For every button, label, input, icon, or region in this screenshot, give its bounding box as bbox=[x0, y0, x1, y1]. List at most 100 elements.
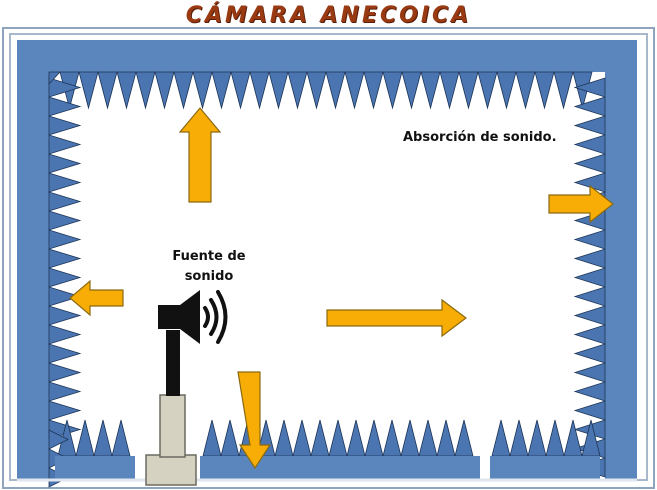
speaker-icon bbox=[158, 290, 200, 344]
right-wall-wedge bbox=[573, 343, 606, 364]
ceiling-wedge bbox=[363, 71, 384, 110]
ceiling-wedge bbox=[439, 71, 460, 110]
ceiling-wedge bbox=[287, 71, 308, 110]
ceiling-wedge bbox=[211, 71, 232, 110]
sound-arrows bbox=[69, 107, 614, 470]
left-wall-wedge bbox=[48, 172, 82, 193]
ceiling-wedge bbox=[534, 71, 555, 110]
ceiling-wedge bbox=[116, 71, 137, 110]
floor-segment-left bbox=[55, 456, 135, 480]
arrow-icon bbox=[548, 184, 614, 224]
floor-wedge bbox=[93, 419, 113, 457]
absorption-label: Absorción de sonido. bbox=[403, 130, 557, 145]
ceiling-wedge bbox=[97, 71, 118, 110]
ceiling-wedge bbox=[458, 71, 479, 110]
ceiling-wedge bbox=[306, 71, 327, 110]
left-wall-wedge bbox=[48, 191, 82, 212]
left-wall-wedge bbox=[48, 305, 82, 326]
floor-wedge bbox=[563, 419, 583, 457]
right-wall-wedge bbox=[573, 248, 606, 269]
floor-wedge bbox=[545, 419, 565, 457]
right-wall-wedge bbox=[573, 305, 606, 326]
floor-wedge bbox=[436, 419, 456, 457]
left-wall-wedge bbox=[48, 210, 82, 231]
diagram-title: CÁMARA ANECOICA bbox=[185, 2, 472, 28]
floor-segment-right bbox=[490, 456, 600, 480]
left-wall bbox=[17, 40, 49, 480]
right-wall-wedge bbox=[573, 229, 606, 250]
ceiling-wedge bbox=[173, 71, 194, 110]
left-wall-wedge bbox=[48, 362, 82, 383]
floor-wedge bbox=[346, 419, 366, 457]
right-wall-wedge bbox=[573, 115, 606, 136]
ceiling-wedge bbox=[553, 71, 574, 110]
floor-wedge bbox=[491, 419, 511, 457]
ceiling-wedge bbox=[496, 71, 517, 110]
right-wall-wedge bbox=[573, 286, 606, 307]
floor-wedge bbox=[292, 419, 312, 457]
right-wall-wedge bbox=[573, 134, 606, 155]
floor-segment-middle bbox=[200, 456, 480, 480]
floor-wedge bbox=[418, 419, 438, 457]
ceiling-wedge bbox=[78, 71, 99, 110]
left-wall-wedge bbox=[48, 77, 82, 98]
ceiling-wedge bbox=[135, 71, 156, 110]
ceiling-wedge bbox=[325, 71, 346, 110]
ceiling-wedge bbox=[344, 71, 365, 110]
floor-wedge bbox=[400, 419, 420, 457]
floor-wedge bbox=[454, 419, 474, 457]
right-wall-wedge bbox=[573, 400, 606, 421]
speaker-stand-pole bbox=[159, 394, 186, 458]
arrow-icon bbox=[178, 107, 222, 203]
left-wall-wedge bbox=[48, 248, 82, 269]
ceiling-wedge bbox=[477, 71, 498, 110]
ceiling-wedge bbox=[420, 71, 441, 110]
ceiling-wedge bbox=[268, 71, 289, 110]
floor-wedge bbox=[509, 419, 529, 457]
ceiling-wall bbox=[17, 40, 637, 72]
arrow-icon bbox=[237, 371, 272, 470]
floor-wedge bbox=[527, 419, 547, 457]
sound-wave-icon bbox=[203, 290, 228, 344]
floor-wedge bbox=[328, 419, 348, 457]
chamber-outer-frame bbox=[2, 27, 655, 489]
left-wall-wedge bbox=[48, 400, 82, 421]
ceiling-wedge bbox=[192, 71, 213, 110]
arrow-icon bbox=[326, 298, 467, 338]
speaker-stand-base bbox=[145, 454, 197, 486]
ceiling-wedge bbox=[401, 71, 422, 110]
left-wall-wedge bbox=[48, 229, 82, 250]
left-wall-wedge bbox=[48, 343, 82, 364]
floor-wedge bbox=[382, 419, 402, 457]
left-wall-wedge bbox=[48, 267, 82, 288]
left-wall-wedge bbox=[48, 115, 82, 136]
corner-wedge bbox=[48, 71, 61, 86]
floor-wedge bbox=[202, 419, 222, 457]
right-wall-wedge bbox=[573, 381, 606, 402]
left-wall-wedge bbox=[48, 286, 82, 307]
floor-wedge bbox=[75, 419, 95, 457]
floor-wedge bbox=[310, 419, 330, 457]
left-wall-wedge bbox=[48, 429, 69, 450]
right-wall-wedge bbox=[573, 77, 606, 98]
right-wall-wedge bbox=[573, 362, 606, 383]
ceiling-wedge bbox=[230, 71, 251, 110]
right-wall bbox=[605, 40, 637, 480]
left-wall-wedge bbox=[48, 96, 82, 117]
right-wall-wedge bbox=[573, 153, 606, 174]
arrow-icon bbox=[69, 279, 124, 317]
ceiling-wedge bbox=[249, 71, 270, 110]
floor-wedge bbox=[274, 419, 294, 457]
ceiling-wedge bbox=[382, 71, 403, 110]
left-wall-wedge bbox=[48, 324, 82, 345]
ceiling-wedge bbox=[154, 71, 175, 110]
sound-source-label: Fuente de sonido bbox=[172, 249, 246, 284]
left-wall-wedge bbox=[48, 153, 82, 174]
left-wall-wedge bbox=[48, 134, 82, 155]
floor-wedge bbox=[220, 419, 240, 457]
floor-wedge bbox=[111, 419, 131, 457]
speaker-mount bbox=[166, 330, 180, 396]
right-wall-wedge bbox=[573, 324, 606, 345]
